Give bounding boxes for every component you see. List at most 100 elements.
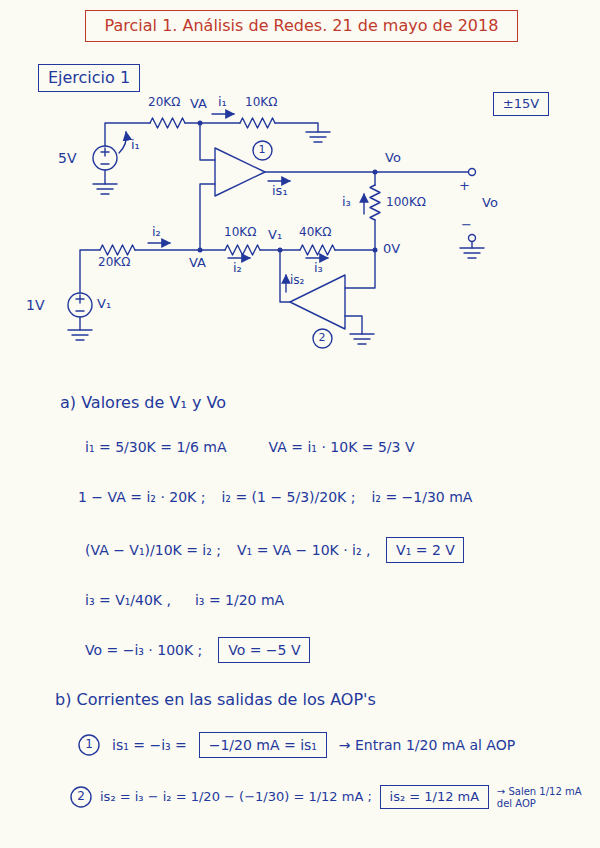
output-terminal <box>469 169 476 176</box>
equation-text: a) Valores de V₁ y Vo <box>60 394 226 412</box>
resistor-symbol <box>150 118 185 128</box>
equation-text: i₃ = 1/20 mA <box>195 592 284 608</box>
circuit-label: is₁ <box>272 184 288 199</box>
ground-symbol <box>350 334 374 344</box>
result-box: is₂ = 1/12 mA <box>380 785 489 809</box>
output-terminal <box>469 235 476 242</box>
opamp-number: 2 <box>312 328 333 349</box>
circuit-label: 100KΩ <box>386 196 426 210</box>
node-text: 1 <box>85 738 93 752</box>
node-text: Vo = −5 V <box>228 642 300 658</box>
circuit-label: 1V <box>26 297 44 313</box>
circuit-label: i₂ <box>152 225 161 240</box>
equation-text: i₂ = (1 − 5/3)/20K ; <box>221 489 355 505</box>
circle-outline <box>79 735 99 755</box>
opamp-symbol <box>215 148 265 196</box>
equation-text: VA = i₁ · 10K = 5/3 V <box>269 439 415 455</box>
result-box: V₁ = 2 V <box>386 537 464 563</box>
equation-text: is₁ = −i₃ = <box>112 737 187 753</box>
resistor-symbol <box>300 245 335 255</box>
circuit-label: V₁ <box>97 297 111 312</box>
junction-dot <box>198 248 203 253</box>
node-text: −1/20 mA = is₁ <box>209 737 317 753</box>
circuit-label: 0V <box>383 242 400 257</box>
ground-symbol <box>93 184 117 194</box>
circuit-label: Vo <box>482 196 498 211</box>
source-polarity <box>76 295 84 311</box>
resistor-symbol <box>370 185 380 220</box>
current-arrow <box>363 194 364 214</box>
wire <box>80 123 472 334</box>
circuit-label: − <box>461 218 472 233</box>
ground-symbol <box>460 248 484 258</box>
circuit-label: i₂ <box>233 261 242 276</box>
equation-text: → Salen 1/12 mA del AOP <box>497 786 594 809</box>
resistor-symbol <box>100 245 135 255</box>
exercise-box: Ejercicio 1 <box>38 64 140 92</box>
current-arrow <box>268 180 290 181</box>
resistor-symbol <box>240 118 275 128</box>
equation-text: → Entran 1/20 mA al AOP <box>339 737 515 753</box>
circuit-label: i₁ <box>218 95 227 110</box>
circle-outline <box>313 329 332 348</box>
junction-dot <box>198 121 203 126</box>
node-text: ±15V <box>503 97 539 112</box>
circuit-label: i₁ <box>131 138 140 153</box>
circuit-label: VA <box>189 256 206 271</box>
node-text: 1 <box>259 144 266 157</box>
current-arrow <box>306 257 328 258</box>
junction-dot <box>278 248 283 253</box>
opamp-number: 1 <box>252 140 273 161</box>
title-box: Parcial 1. Análisis de Redes. 21 de mayo… <box>85 10 518 42</box>
equation-text: 1 − VA = i₂ · 20K ; <box>78 489 205 505</box>
equation-text: is₂ = i₃ − i₂ = 1/20 − (−1/30) = 1/12 mA… <box>100 790 372 805</box>
current-arrow <box>119 132 126 153</box>
circuit-label: 20KΩ <box>98 256 130 270</box>
item-number: 1 <box>78 734 100 756</box>
junction-dot <box>373 170 378 175</box>
node-text: is₂ = 1/12 mA <box>390 790 480 805</box>
junction-dot <box>373 248 378 253</box>
node-text: 2 <box>77 790 85 804</box>
voltage-source <box>68 293 92 317</box>
circuit-label: 40KΩ <box>299 226 331 240</box>
circuit-label: V₁ <box>268 228 282 243</box>
node-text: 2 <box>319 332 326 345</box>
current-arrow <box>148 242 170 243</box>
node-text: Ejercicio 1 <box>48 69 130 87</box>
circuit-label: Vo <box>385 151 401 166</box>
node-text: Parcial 1. Análisis de Redes. 21 de mayo… <box>105 17 499 35</box>
supply-box: ±15V <box>493 92 549 116</box>
voltage-source <box>93 146 117 170</box>
equation-text: i₂ = −1/30 mA <box>371 489 472 505</box>
circuit-label: i₃ <box>342 195 351 210</box>
opamp-symbol <box>290 275 345 329</box>
circuit-label: i₃ <box>314 261 323 276</box>
circuit-label: 10KΩ <box>245 96 277 110</box>
circle-outline <box>253 141 272 160</box>
ground-symbol <box>306 132 330 142</box>
result-box: Vo = −5 V <box>218 637 310 663</box>
circuit-label: is₂ <box>290 274 304 288</box>
equation-text: Vo = −i₃ · 100K ; <box>85 642 202 658</box>
equation-text: b) Corrientes en las salidas de los AOP'… <box>55 691 376 709</box>
result-box: −1/20 mA = is₁ <box>199 732 327 758</box>
circuit-label: 20KΩ <box>148 96 180 110</box>
item-number: 2 <box>70 786 92 808</box>
node-text: V₁ = 2 V <box>396 542 455 558</box>
current-arrow <box>212 113 234 114</box>
equation-text: i₁ = 5/30K = 1/6 mA <box>85 439 227 455</box>
equation-text: i₃ = V₁/40K , <box>85 592 171 608</box>
circle-outline <box>71 787 91 807</box>
source-polarity <box>101 148 109 164</box>
circuit-label: 10KΩ <box>224 226 256 240</box>
equation-text: V₁ = VA − 10K · i₂ , <box>237 542 370 558</box>
circuit-label: VA <box>190 97 207 112</box>
current-arrow <box>285 275 286 292</box>
ground-symbol <box>68 330 92 340</box>
resistor-symbol <box>225 245 260 255</box>
current-arrow <box>228 257 250 258</box>
